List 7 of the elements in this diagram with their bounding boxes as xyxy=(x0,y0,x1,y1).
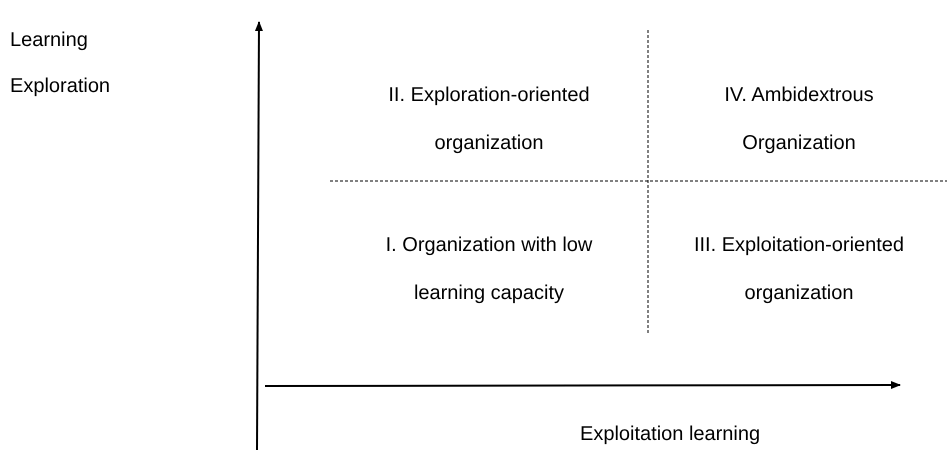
quadrant-label: II. Exploration-oriented organization xyxy=(387,83,591,156)
axis-label: Exploitation learning xyxy=(580,422,760,447)
axis-label: Learning xyxy=(10,28,88,53)
quadrant-label: III. Exploitation-oriented organization xyxy=(692,233,906,306)
quadrant-label: IV. Ambidextrous Organization xyxy=(723,83,875,156)
quadrant-label: I. Organization with low learning capacity xyxy=(384,233,594,306)
axis-label: Exploration xyxy=(10,74,110,99)
